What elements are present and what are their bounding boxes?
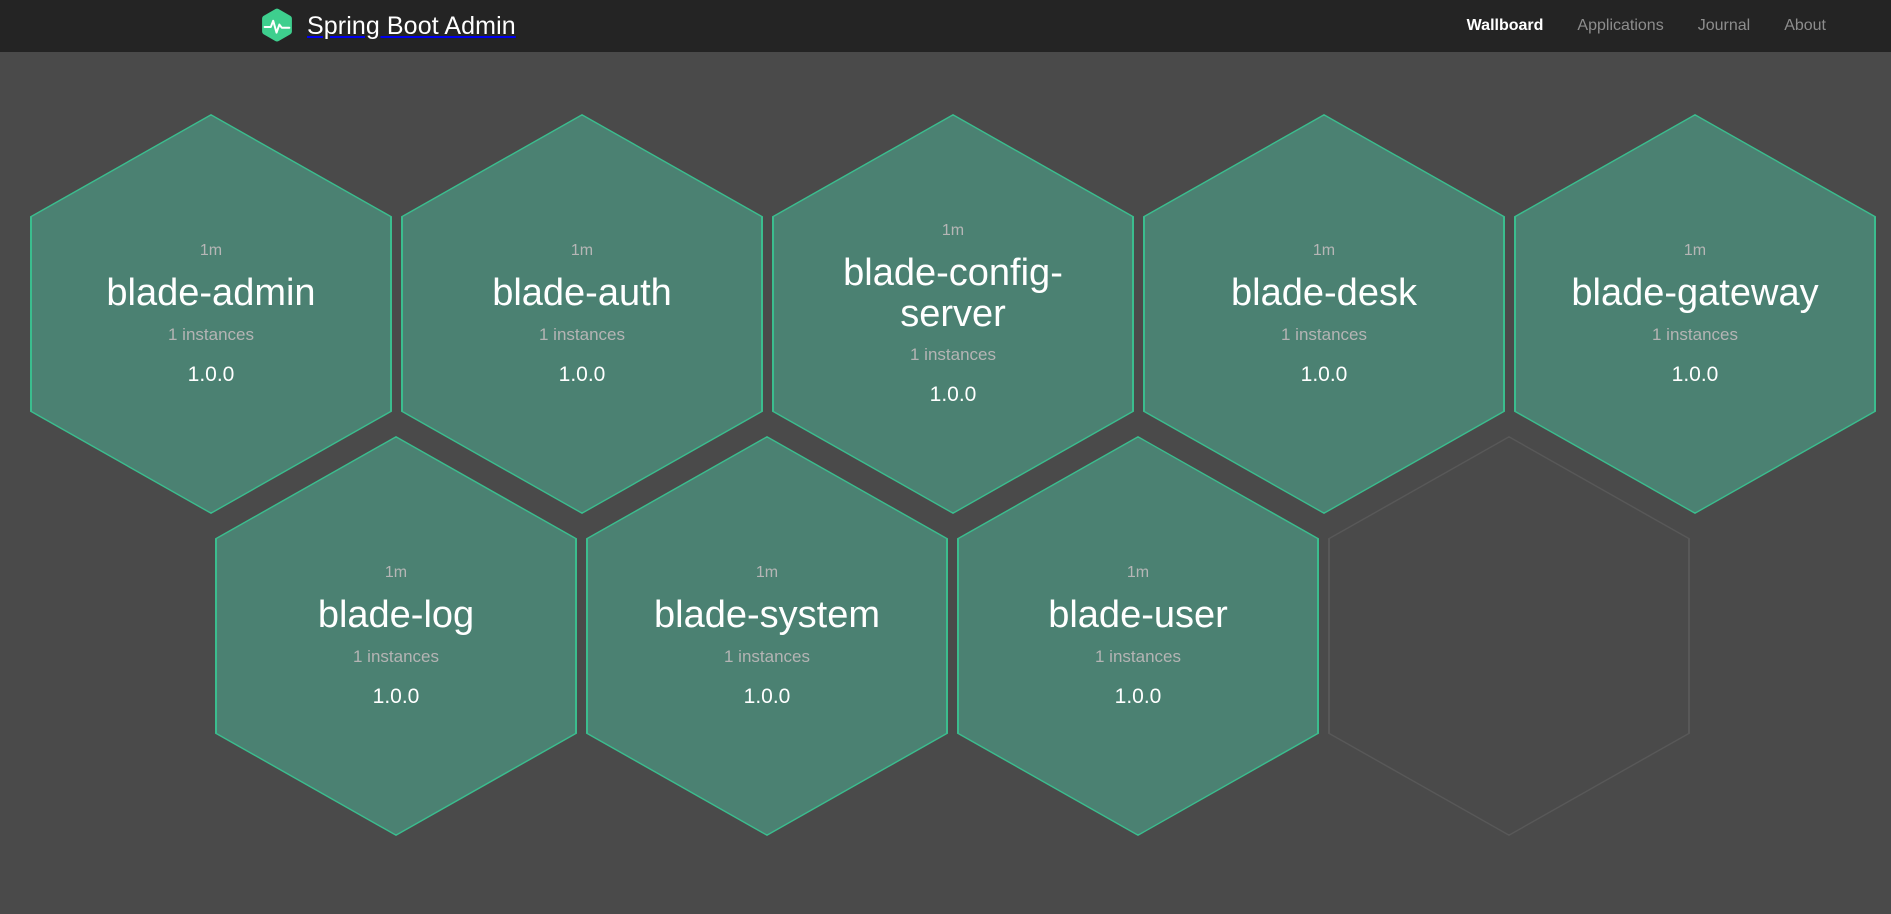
application-hexagon-blade-gateway[interactable]: 1m blade-gateway 1 instances 1.0.0 xyxy=(1514,114,1876,514)
wallboard-row-2: 1m blade-log 1 instances 1.0.0 1m blade-… xyxy=(0,436,1891,836)
wallboard: 1m blade-admin 1 instances 1.0.0 1m blad… xyxy=(0,52,1891,914)
application-name: blade-admin xyxy=(106,272,316,315)
application-hexagon-blade-system[interactable]: 1m blade-system 1 instances 1.0.0 xyxy=(586,436,948,836)
uptime-label: 1m xyxy=(1683,242,1707,260)
application-name: blade-auth xyxy=(492,272,672,315)
version-label: 1.0.0 xyxy=(743,684,791,708)
version-label: 1.0.0 xyxy=(929,383,977,407)
application-name: blade-gateway xyxy=(1571,272,1819,315)
application-name: blade-desk xyxy=(1231,272,1417,315)
brand-title: Spring Boot Admin xyxy=(307,11,516,40)
brand-home-link[interactable]: Spring Boot Admin xyxy=(258,7,516,45)
nav-link-applications[interactable]: Applications xyxy=(1577,17,1664,34)
version-label: 1.0.0 xyxy=(558,362,606,386)
application-name: blade-log xyxy=(317,594,475,637)
hexagon-content: 1m blade-gateway 1 instances 1.0.0 xyxy=(1514,114,1876,514)
instance-count: 1 instances xyxy=(1095,646,1181,666)
uptime-label: 1m xyxy=(755,564,779,582)
uptime-label: 1m xyxy=(199,242,223,260)
version-label: 1.0.0 xyxy=(372,684,420,708)
application-name: blade-system xyxy=(654,594,880,637)
uptime-label: 1m xyxy=(1312,242,1336,260)
hexagon-content: 1m blade-system 1 instances 1.0.0 xyxy=(586,436,948,836)
top-navbar: Spring Boot Admin Wallboard Applications… xyxy=(0,0,1891,52)
instance-count: 1 instances xyxy=(910,345,996,365)
nav-link-journal[interactable]: Journal xyxy=(1697,17,1751,34)
hexagon-content: 1m blade-log 1 instances 1.0.0 xyxy=(215,436,577,836)
nav-link-wallboard[interactable]: Wallboard xyxy=(1466,17,1544,34)
application-hexagon-blade-admin[interactable]: 1m blade-admin 1 instances 1.0.0 xyxy=(30,114,392,514)
application-hexagon-blade-desk[interactable]: 1m blade-desk 1 instances 1.0.0 xyxy=(1143,114,1505,514)
application-hexagon-blade-auth[interactable]: 1m blade-auth 1 instances 1.0.0 xyxy=(401,114,763,514)
instance-count: 1 instances xyxy=(1652,324,1738,344)
hexagon-content: 1m blade-config-server 1 instances 1.0.0 xyxy=(772,114,1134,514)
heartbeat-hexagon-logo-icon xyxy=(258,7,296,45)
wallboard-row-1: 1m blade-admin 1 instances 1.0.0 1m blad… xyxy=(0,114,1891,514)
application-hexagon-blade-config-server[interactable]: 1m blade-config-server 1 instances 1.0.0 xyxy=(772,114,1134,514)
uptime-label: 1m xyxy=(570,242,594,260)
uptime-label: 1m xyxy=(384,564,408,582)
instance-count: 1 instances xyxy=(724,646,810,666)
version-label: 1.0.0 xyxy=(1114,684,1162,708)
main-nav: Wallboard Applications Journal About xyxy=(1467,17,1826,35)
version-label: 1.0.0 xyxy=(187,362,235,386)
version-label: 1.0.0 xyxy=(1300,362,1348,386)
empty-hexagon-slot xyxy=(1328,436,1690,836)
instance-count: 1 instances xyxy=(1281,324,1367,344)
hexagon-content: 1m blade-admin 1 instances 1.0.0 xyxy=(30,114,392,514)
application-hexagon-blade-log[interactable]: 1m blade-log 1 instances 1.0.0 xyxy=(215,436,577,836)
uptime-label: 1m xyxy=(1126,564,1150,582)
hexagon-content: 1m blade-desk 1 instances 1.0.0 xyxy=(1143,114,1505,514)
instance-count: 1 instances xyxy=(168,324,254,344)
uptime-label: 1m xyxy=(941,221,965,239)
nav-link-about[interactable]: About xyxy=(1784,17,1826,34)
application-hexagon-blade-user[interactable]: 1m blade-user 1 instances 1.0.0 xyxy=(957,436,1319,836)
hexagon-content: 1m blade-auth 1 instances 1.0.0 xyxy=(401,114,763,514)
hexagon-content: 1m blade-user 1 instances 1.0.0 xyxy=(957,436,1319,836)
instance-count: 1 instances xyxy=(353,646,439,666)
application-name: blade-user xyxy=(1048,594,1228,637)
version-label: 1.0.0 xyxy=(1671,362,1719,386)
instance-count: 1 instances xyxy=(539,324,625,344)
application-name: blade-config-server xyxy=(843,251,1063,335)
hexagon-shape xyxy=(1328,436,1690,836)
